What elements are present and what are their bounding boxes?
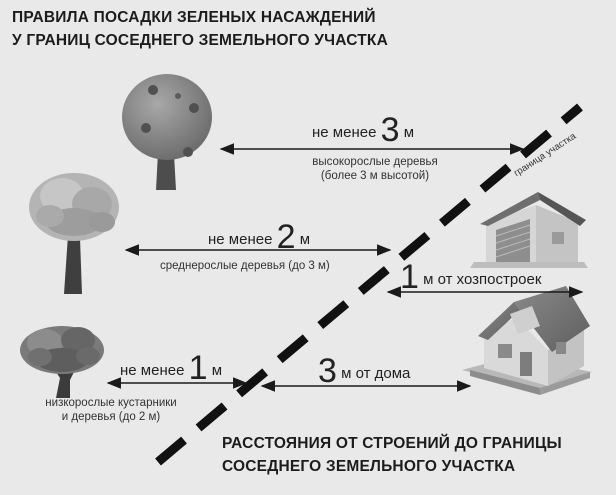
- medium-tree-icon: [29, 173, 119, 294]
- tall-trees-unit: м: [403, 124, 414, 141]
- shrubs-unit: м: [211, 362, 222, 379]
- shrubs-prefix: не менее: [120, 362, 185, 379]
- shrubs-number: 1: [188, 349, 208, 387]
- tall-trees-number: 3: [380, 111, 400, 149]
- outbuildings-number: 1: [400, 258, 419, 296]
- tall-trees-caption: высокорослые деревья (более 3 м высотой): [300, 155, 450, 183]
- shrubs-distance: не менее 1 м: [120, 351, 222, 385]
- house-icon: [462, 286, 592, 395]
- shrub-icon: [20, 326, 104, 398]
- shrubs-caption: низкорослые кустарники и деревья (до 2 м…: [36, 396, 186, 424]
- title-line-2: У ГРАНИЦ СОСЕДНЕГО ЗЕМЕЛЬНОГО УЧАСТКА: [12, 32, 388, 49]
- footer-line-2: СОСЕДНЕГО ЗЕМЕЛЬНОГО УЧАСТКА: [222, 458, 516, 475]
- footer-title: РАССТОЯНИЯ ОТ СТРОЕНИЙ ДО ГРАНИЦЫ СОСЕДН…: [222, 432, 562, 478]
- page-title: ПРАВИЛА ПОСАДКИ ЗЕЛЕНЫХ НАСАЖДЕНИЙ У ГРА…: [12, 6, 388, 52]
- footer-line-1: РАССТОЯНИЯ ОТ СТРОЕНИЙ ДО ГРАНИЦЫ: [222, 435, 562, 452]
- garage-icon: [470, 192, 588, 268]
- tall-trees-distance: не менее 3 м: [312, 113, 414, 147]
- house-distance: 3 м от дома: [318, 354, 411, 388]
- tall-trees-prefix: не менее: [312, 124, 377, 141]
- title-line-1: ПРАВИЛА ПОСАДКИ ЗЕЛЕНЫХ НАСАЖДЕНИЙ: [12, 9, 376, 26]
- medium-trees-number: 2: [276, 218, 296, 256]
- medium-trees-prefix: не менее: [208, 231, 273, 248]
- boundary-line: [155, 103, 583, 466]
- shrubs-caption-line-2: и деревья (до 2 м): [61, 411, 161, 423]
- tall-trees-caption-line-2: (более 3 м высотой): [320, 170, 430, 182]
- shrubs-caption-line-1: низкорослые кустарники: [45, 397, 177, 409]
- medium-trees-caption: среднерослые деревья (до 3 м): [160, 260, 330, 272]
- house-number: 3: [318, 352, 337, 390]
- outbuildings-distance: 1 м от хозпостроек: [400, 260, 542, 294]
- medium-trees-distance: не менее 2 м: [208, 220, 310, 254]
- tall-trees-caption-line-1: высокорослые деревья: [312, 156, 438, 168]
- house-text: м от дома: [341, 365, 411, 382]
- medium-trees-unit: м: [299, 231, 310, 248]
- outbuildings-text: м от хозпостроек: [423, 271, 542, 288]
- tall-tree-icon: [122, 74, 212, 190]
